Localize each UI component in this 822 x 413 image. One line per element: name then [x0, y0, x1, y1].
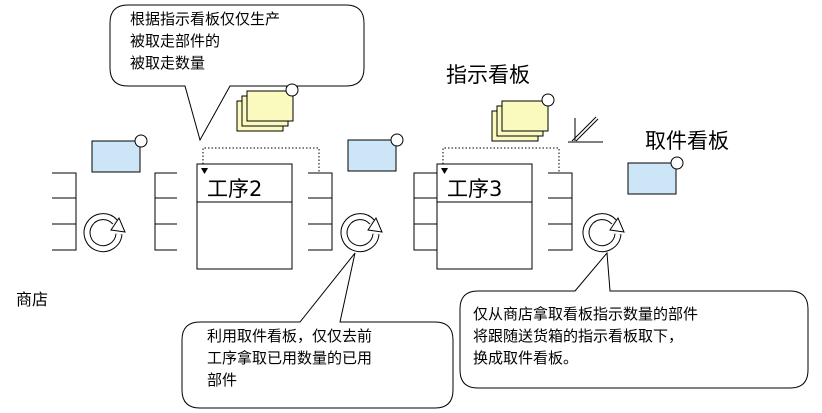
callout-top-line-2: 被取走部件的 [130, 32, 221, 50]
callout-bottom-right-line-2: 将跟随送货箱的指示看板取下， [473, 327, 684, 345]
callout-bottom-right-bubble [459, 251, 809, 389]
callout-top [109, 4, 365, 142]
instruction-card-stack-2 [491, 93, 555, 142]
callout-bottom-left-line-2: 工序拿取已用数量的已用 [207, 349, 373, 367]
callout-bottom-right-text: 仅从商店拿取看板指示数量的部件 将跟随送货箱的指示看板取下， 换成取件看板。 [473, 303, 698, 369]
callout-bottom-right [459, 251, 809, 389]
process-3-label: 工序3 [447, 177, 503, 201]
callout-bottom-left-bubble [181, 252, 454, 409]
dotted-link-1 [202, 147, 320, 172]
callout-bottom-right-line-3: 换成取件看板。 [473, 349, 579, 367]
right-store-shelves [548, 172, 573, 251]
cycle-arrow-icon-2 [340, 213, 383, 253]
process-2-label: 工序2 [207, 177, 263, 201]
callout-bottom-left-line-3: 部件 [207, 371, 238, 389]
process-2-box [196, 163, 293, 270]
callout-bottom-left [181, 252, 454, 409]
cycle-arrow-icon-1 [83, 213, 126, 253]
callout-bottom-left-text: 利用取件看板，仅仅去前 工序拿取已用数量的已用 部件 [207, 325, 372, 391]
middle-store-shelves [308, 172, 438, 251]
callout-bottom-right-line-1: 仅从商店拿取看板指示数量的部件 [473, 305, 699, 323]
callout-top-line-3: 被取走数量 [130, 54, 206, 72]
instruction-kanban-label: 指示看板 [446, 63, 530, 87]
callout-top-bubble [109, 4, 365, 142]
dotted-link-2 [442, 147, 560, 172]
process-3-box [436, 163, 533, 270]
callout-top-text: 根据指示看板仅仅生产 被取走部件的 被取走数量 [130, 8, 280, 74]
instruction-card-stack-1 [236, 83, 299, 132]
callout-top-line-1: 根据指示看板仅仅生产 [130, 10, 281, 28]
callout-bottom-left-line-1: 利用取件看板，仅仅去前 [207, 327, 373, 345]
kanban-post-icon [568, 116, 603, 143]
withdrawal-card-3 [627, 156, 684, 195]
withdrawal-card-1 [91, 134, 148, 173]
store-label: 商店 [16, 290, 49, 309]
left-store-shelves [52, 172, 177, 251]
withdrawal-card-2 [347, 133, 404, 172]
withdrawal-kanban-label: 取件看板 [645, 129, 729, 153]
cycle-arrow-icon-3 [582, 213, 625, 253]
